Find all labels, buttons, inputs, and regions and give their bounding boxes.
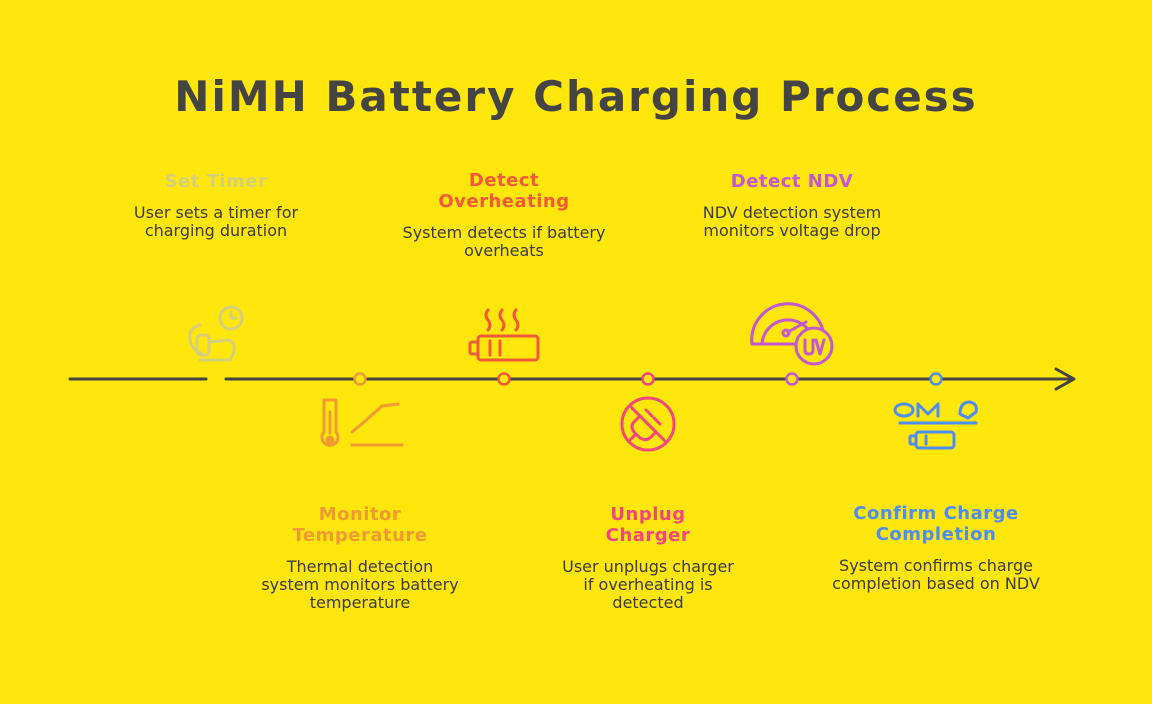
step-detect-overheating: Detect Overheating System detects if bat…: [384, 170, 624, 260]
step-confirm-charge-completion: Confirm Charge Completion System confirm…: [816, 503, 1056, 593]
step-heading: Detect NDV: [730, 171, 854, 192]
step-description: System detects if battery overheats: [402, 223, 606, 260]
timeline-node: [353, 372, 367, 386]
battery-signal-icon: [893, 400, 978, 450]
hand-timer-icon: [188, 305, 244, 362]
timeline-node: [497, 372, 511, 386]
timeline-node: [641, 372, 655, 386]
timeline-arrowhead: [1054, 367, 1076, 391]
step-set-timer: Set Timer User sets a timer for charging…: [96, 171, 336, 240]
hot-battery-icon: [468, 308, 540, 362]
step-heading: Unplug Charger: [605, 504, 691, 546]
step-detect-ndv: Detect NDV NDV detection system monitors…: [672, 171, 912, 240]
timeline-node: [785, 372, 799, 386]
step-description: User sets a timer for charging duration: [133, 203, 299, 240]
step-description: Thermal detection system monitors batter…: [261, 557, 459, 612]
step-unplug-charger: Unplug Charger User unplugs charger if o…: [528, 504, 768, 612]
step-monitor-temperature: Monitor Temperature Thermal detection sy…: [240, 504, 480, 612]
thermometer-graph-icon: [320, 398, 404, 447]
page-title: NiMH Battery Charging Process: [174, 72, 978, 121]
step-heading: Set Timer: [164, 171, 268, 192]
timeline-node: [929, 372, 943, 386]
step-description: System confirms charge completion based …: [832, 556, 1040, 593]
step-heading: Monitor Temperature: [292, 504, 428, 546]
voltage-gauge-icon: [750, 302, 834, 366]
step-heading: Confirm Charge Completion: [853, 503, 1019, 545]
step-description: NDV detection system monitors voltage dr…: [702, 203, 882, 240]
step-heading: Detect Overheating: [438, 170, 570, 212]
no-plug-icon: [620, 396, 676, 452]
step-description: User unplugs charger if overheating is d…: [562, 557, 734, 612]
